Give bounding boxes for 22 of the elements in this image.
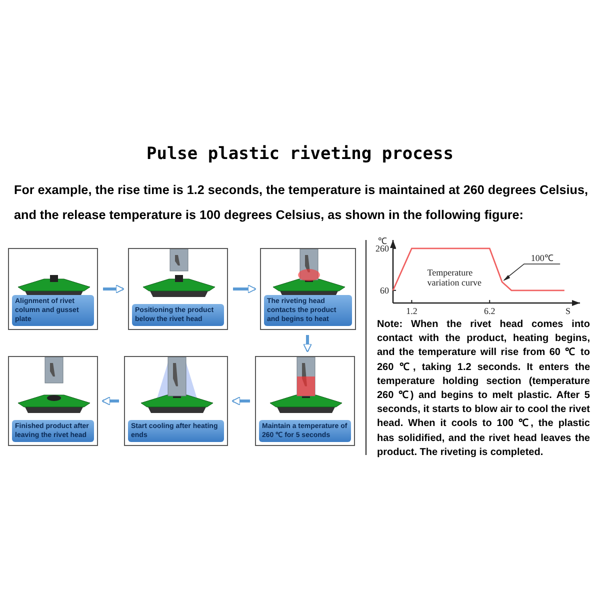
- intro-text: For example, the rise time is 1.2 seconds, the temperature is maintained at 260 degrees Celsius, and the release temperature is 100 degrees Celsius, as shown in the following figure:: [14, 182, 589, 224]
- step-panel: [8, 248, 98, 330]
- arrow: [303, 335, 312, 352]
- arrow: [103, 284, 124, 294]
- step-panel: [124, 356, 228, 446]
- axis-tick-label: 60: [380, 285, 389, 296]
- axis-label: S: [566, 306, 570, 316]
- step-panel: [8, 356, 98, 446]
- axis-tick-label: 1.2: [406, 306, 418, 316]
- title: Pulse plastic riveting process: [145, 144, 455, 164]
- arrow: [102, 396, 119, 406]
- note-text: Note: When the rivet head comes into contact with the product, heating begins, and the temperature will rise from 60 ℃ to 260 ℃, taking 1.2 seconds. It enters the temperature holding section (temperature 260 ℃) and begins to melt plastic. After 5 seconds, it starts to blow air to cool the rivet head. When it cools to 100 ℃, the plastic has solidified, and the rivet head leaves the product. The riveting is completed.: [377, 318, 590, 460]
- step-panel: [260, 248, 356, 330]
- axis-tick-label: 260: [376, 243, 389, 254]
- step-panel: [255, 356, 355, 446]
- arrow: [232, 396, 250, 406]
- axis-tick-label: 6.2: [484, 306, 496, 316]
- axis-label: ℃: [378, 236, 387, 246]
- arrow: [233, 284, 256, 294]
- step-panel: [128, 248, 228, 330]
- chart-annotation: Temperature variation curve: [427, 268, 482, 288]
- chart-annotation: 100℃: [530, 253, 554, 263]
